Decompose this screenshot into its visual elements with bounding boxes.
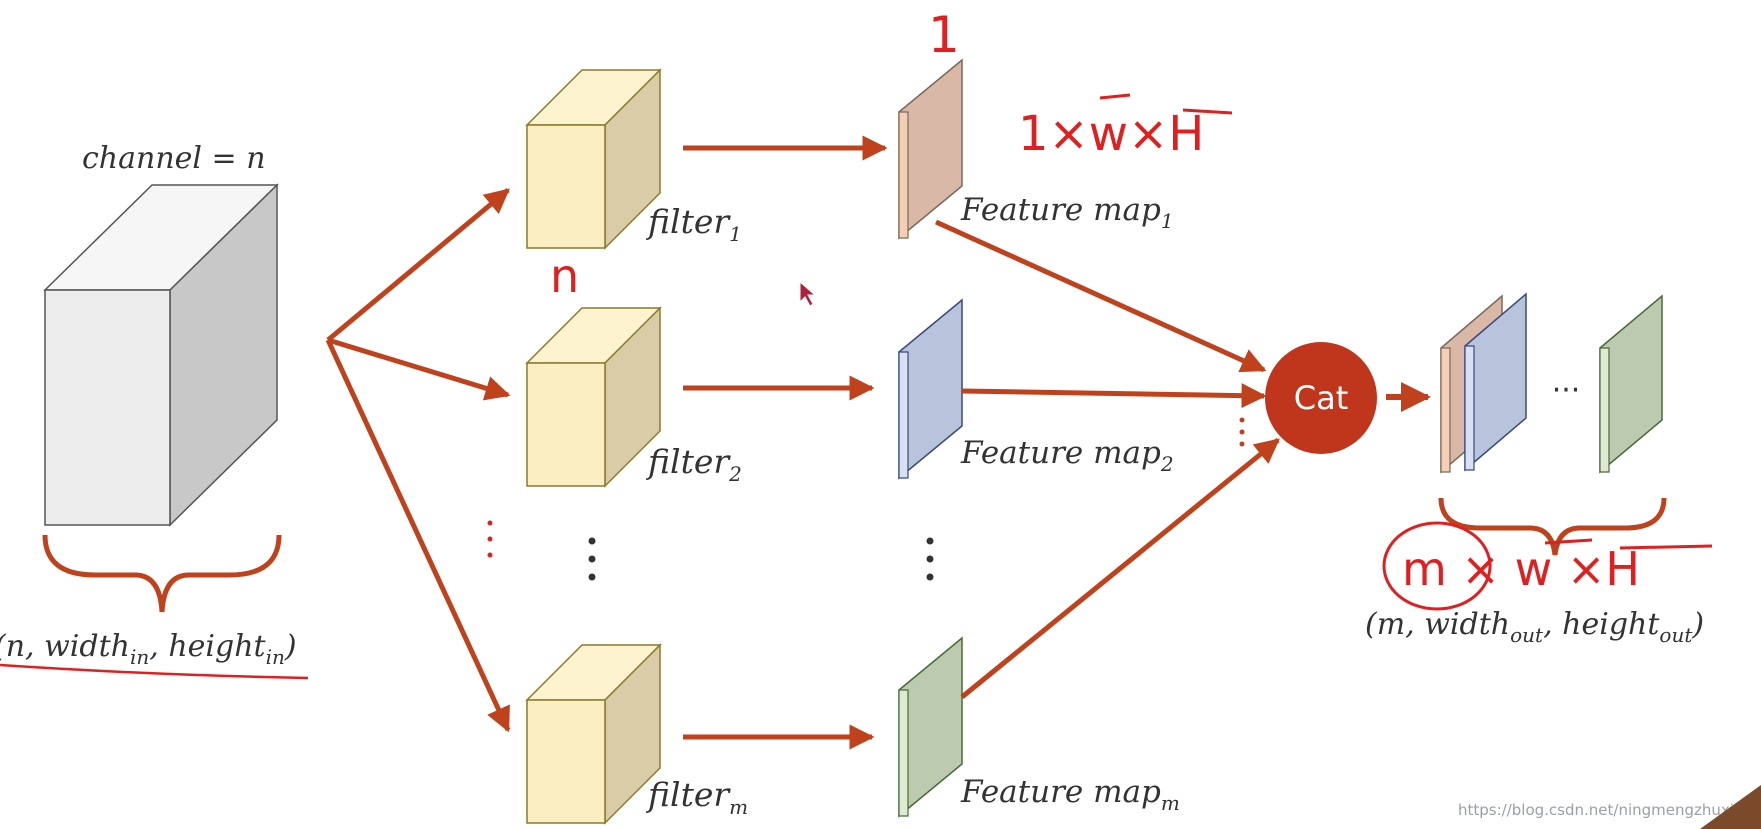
arrow-to-filter-1 [326,188,510,342]
filter-m-front [526,699,606,824]
feature-map-m-edge [898,689,909,817]
feature-map-ellipsis [926,537,934,581]
annotation-out-w-overbar [1544,538,1593,545]
output-map-m [1599,294,1663,474]
filter-1-front [526,124,606,249]
feature-map-2-edge [898,351,909,479]
arrow-to-filter-2 [327,337,511,401]
corner-decoration [1700,785,1761,829]
filter-ellipsis [588,537,596,581]
filter-m [525,643,662,825]
feature-map-2-label: Feature map2 [960,435,1174,476]
annotation-w-overbar [1099,93,1131,100]
feature-map-m [898,636,963,818]
cat-label: Cat [1294,379,1349,417]
annotation-out-h-overbar [1619,544,1713,550]
feature-map-1 [898,58,963,240]
annotation-h-overbar [1182,108,1233,115]
output-ellipsis: ··· [1552,373,1581,408]
input-dims-underline [0,663,309,680]
filter-2-front [526,362,606,487]
filter-2-label: filter2 [645,442,742,486]
arrow-fm1-to-cat [934,219,1267,373]
input-front-face [44,289,171,526]
output-map-2-edge [1464,345,1475,471]
arrow-to-filter-m [325,338,511,733]
annotation-m-circle [1382,521,1492,611]
filter-m-label: filterm [645,775,748,819]
cat-node [1265,342,1377,454]
arrow-fmm-to-cat [960,438,1280,699]
channel-label: channel = n [82,141,266,176]
mouse-cursor-icon [799,280,817,307]
filter-ellipsis-red [487,520,493,558]
annotation-out-size: m × w ×H [1402,542,1640,596]
filter-to-fm-arrows [683,135,888,750]
output-stack [1440,292,1663,474]
feature-map-1-edge [898,111,909,239]
fm-to-cat-arrows [934,219,1280,699]
output-brace [1438,497,1667,556]
watermark: https://blog.csdn.net/ningmengzhuxiawo [1458,801,1761,819]
feature-map-m-label: Feature mapm [960,774,1180,815]
feature-map-1-label: Feature map1 [960,192,1174,233]
output-dims-label: (m, widthout, heightout) [1365,607,1704,647]
filter-1 [525,68,662,250]
annotation-filter-depth: n [550,249,579,303]
output-map-2 [1464,292,1527,472]
arrow-fm2-to-cat [961,383,1267,409]
output-map-m-edge [1599,347,1610,473]
filter-1-label: filter1 [645,202,742,246]
feature-map-2 [898,298,963,480]
input-volume [43,183,279,527]
output-map-1-edge [1440,347,1451,473]
filter-2 [525,306,662,488]
annotation-top-one: 1 [928,6,960,64]
annotation-fm-size: 1×w×H [1018,106,1204,162]
cat-input-ellipsis [1239,417,1245,447]
input-brace [42,534,282,613]
input-dims-label: (n, widthin, heightin) [0,629,297,669]
fanout-arrows [325,188,511,733]
